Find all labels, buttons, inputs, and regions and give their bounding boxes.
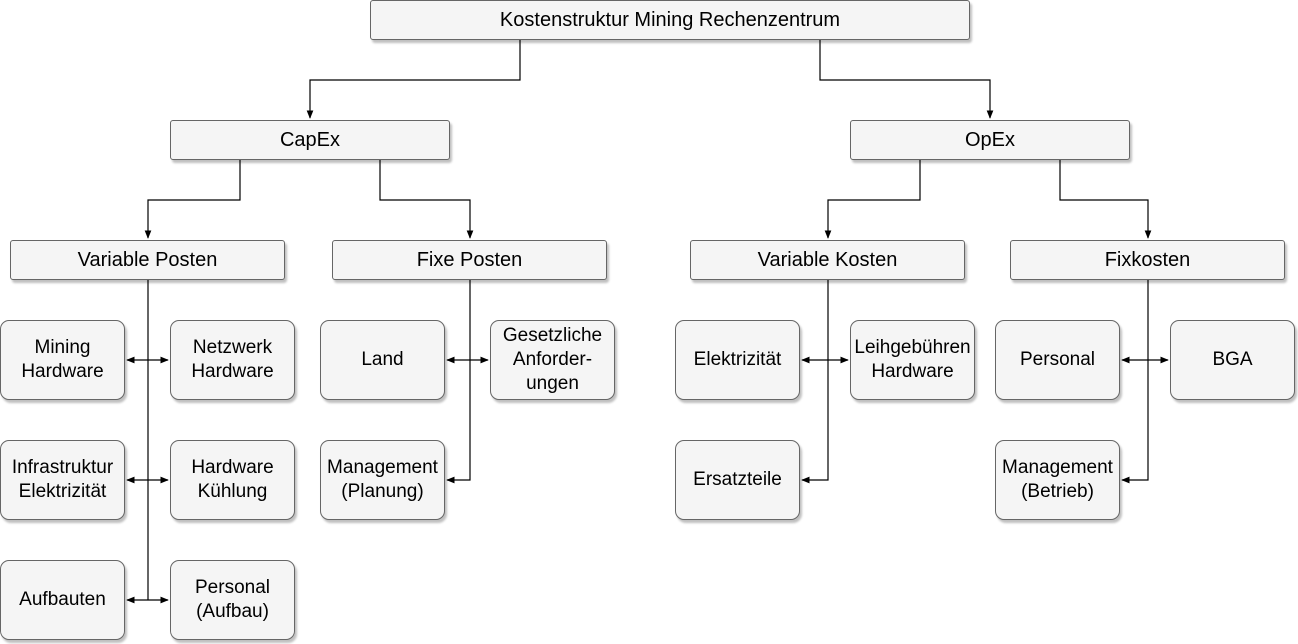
trunk-fixe-posten	[446, 280, 471, 484]
leaf-management-betrieb[interactable]: Management (Betrieb)	[995, 440, 1120, 520]
opex-node[interactable]: OpEx	[850, 120, 1130, 160]
leaf-land[interactable]: Land	[320, 320, 445, 400]
trunk-fixkosten	[1121, 280, 1149, 484]
root-node[interactable]: Kostenstruktur Mining Rechenzentrum	[370, 0, 970, 40]
capex-node[interactable]: CapEx	[170, 120, 450, 160]
leaf-ersatzteile[interactable]: Ersatzteile	[675, 440, 800, 520]
leaf-mining-hardware[interactable]: Mining Hardware	[0, 320, 125, 400]
fixe-posten-node[interactable]: Fixe Posten	[332, 240, 607, 280]
edge-root-opex	[819, 40, 994, 119]
leaf-personal-aufbau[interactable]: Personal (Aufbau)	[170, 560, 295, 640]
edge-capex-fixe-posten	[379, 160, 474, 239]
variable-posten-node[interactable]: Variable Posten	[10, 240, 285, 280]
trunk-variable-kosten	[801, 280, 829, 484]
leaf-gesetzliche-anforderungen[interactable]: Gesetzliche Anforder- ungen	[490, 320, 615, 400]
leaf-netzwerk-hardware[interactable]: Netzwerk Hardware	[170, 320, 295, 400]
fixkosten-node[interactable]: Fixkosten	[1010, 240, 1285, 280]
leaf-infrastruktur-elektrizitaet[interactable]: Infrastruktur Elektrizität	[0, 440, 125, 520]
leaf-hardware-kuehlung[interactable]: Hardware Kühlung	[170, 440, 295, 520]
edge-opex-variable-kosten	[824, 160, 921, 239]
edge-capex-variable-posten	[144, 160, 241, 239]
leaf-bga[interactable]: BGA	[1170, 320, 1295, 400]
edge-root-capex	[306, 40, 521, 119]
leaf-aufbauten[interactable]: Aufbauten	[0, 560, 125, 640]
edge-opex-fixkosten	[1059, 160, 1152, 239]
leaf-elektrizitaet[interactable]: Elektrizität	[675, 320, 800, 400]
variable-kosten-node[interactable]: Variable Kosten	[690, 240, 965, 280]
leaf-personal[interactable]: Personal	[995, 320, 1120, 400]
leaf-management-planung[interactable]: Management (Planung)	[320, 440, 445, 520]
leaf-leihgebuehren-hardware[interactable]: Leihgebühren Hardware	[850, 320, 975, 400]
